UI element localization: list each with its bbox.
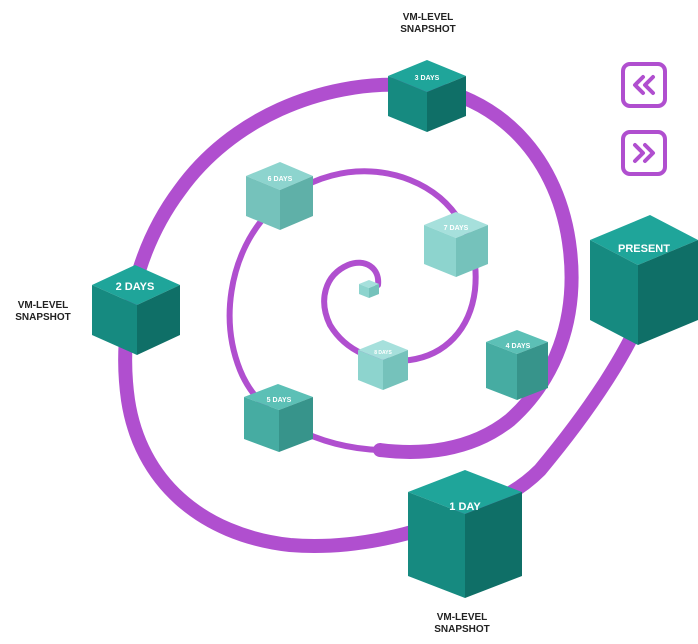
cube-label-5-days: 5 DAYS xyxy=(267,397,292,404)
cube-label-1-day: 1 DAY xyxy=(449,501,481,513)
timeline-spiral xyxy=(118,77,655,553)
rewind-button[interactable] xyxy=(621,62,667,108)
double-chevron-left-icon xyxy=(633,75,655,95)
snapshot-label-top-line1: VM-LEVEL xyxy=(402,12,454,23)
cube-label-8-days: 8 DAYS xyxy=(374,350,392,356)
cube-7-days: 7 DAYS xyxy=(424,212,488,277)
cube-label-2-days: 2 DAYS xyxy=(116,281,155,293)
cube-1-day: 1 DAY xyxy=(408,470,522,598)
cube-6-days: 6 DAYS xyxy=(246,162,313,230)
cube-2-days: 2 DAYS xyxy=(92,265,180,355)
double-chevron-right-icon xyxy=(633,143,655,163)
cube-tiny xyxy=(359,280,379,298)
snapshot-label-bottom-line2: SNAPSHOT xyxy=(434,624,490,635)
snapshot-label-left: VM-LEVEL SNAPSHOT xyxy=(4,300,82,324)
cube-label-4-days: 4 DAYS xyxy=(506,343,531,350)
fast-forward-button[interactable] xyxy=(621,130,667,176)
cube-label-7-days: 7 DAYS xyxy=(444,225,469,232)
snapshot-label-bottom: VM-LEVEL SNAPSHOT xyxy=(422,612,502,636)
cube-4-days: 4 DAYS xyxy=(486,330,548,400)
cube-8-days: 8 DAYS xyxy=(358,340,408,390)
snapshot-label-top: VM-LEVEL SNAPSHOT xyxy=(388,12,468,36)
snapshot-label-bottom-line1: VM-LEVEL xyxy=(436,612,488,623)
snapshot-label-left-line2: SNAPSHOT xyxy=(15,312,71,323)
cube-present: PRESENT xyxy=(590,215,698,345)
cube-label-6-days: 6 DAYS xyxy=(268,176,293,183)
cube-label-present: PRESENT xyxy=(618,243,670,255)
cube-5-days: 5 DAYS xyxy=(244,384,313,452)
cube-3-days: 3 DAYS xyxy=(388,60,466,132)
snapshot-label-left-line1: VM-LEVEL xyxy=(17,300,69,311)
snapshot-label-top-line2: SNAPSHOT xyxy=(400,24,456,35)
cube-label-3-days: 3 DAYS xyxy=(415,75,440,82)
